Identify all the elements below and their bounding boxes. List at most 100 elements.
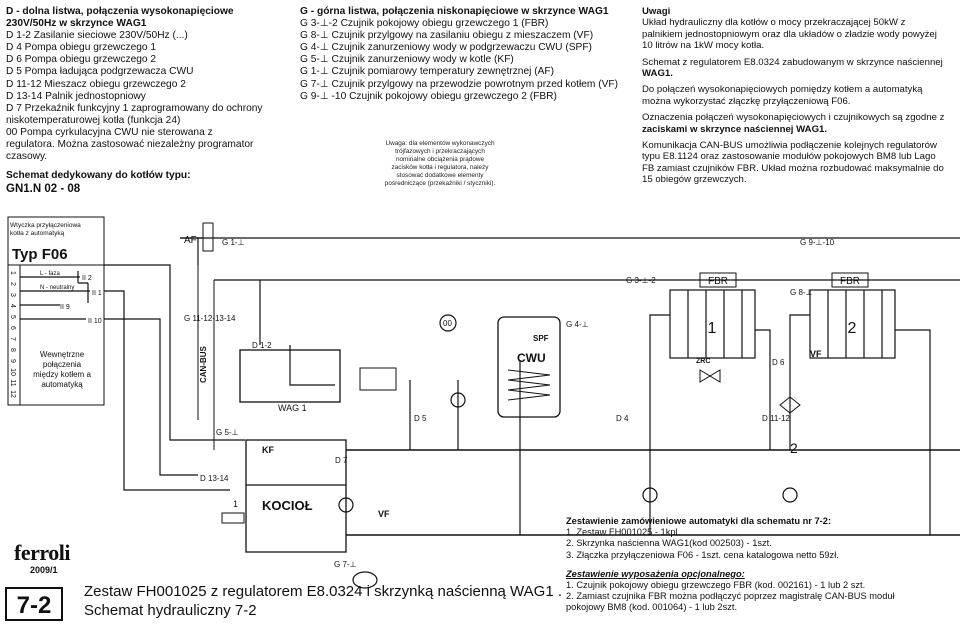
remark-line: Układ hydrauliczny dla kotłów o mocy prz…: [642, 17, 906, 29]
d1112-label: D 11-12: [762, 414, 790, 423]
note-line: trójfazowych i przekraczających: [395, 148, 485, 155]
internal-label: automatyką: [41, 380, 83, 389]
internal-label: między kotłem a: [33, 370, 91, 379]
order-line: 1. Zestaw FH001025 - 1kpl.: [566, 527, 681, 538]
page-number: 7-2: [5, 587, 63, 621]
remark-line: Komunikacja CAN-BUS umożliwia podłączeni…: [642, 140, 937, 152]
d12-label: D 1-2: [252, 341, 272, 350]
pin-number: 7: [9, 337, 16, 341]
legend-title: G - górna listwa, połączenia niskonapięc…: [300, 6, 609, 17]
g8-label: G 8-⊥: [790, 288, 813, 297]
legend-line: G 3-⊥-2 Czujnik pokojowy obiegu grzewcze…: [300, 18, 549, 30]
legend-low-voltage: G - górna listwa, połączenia niskonapięc…: [300, 6, 619, 103]
pin-number: 3: [9, 293, 16, 297]
pin-number: 12: [9, 390, 16, 398]
legend-line: G 7-⊥ Czujnik przylgowy na przewodzie po…: [300, 78, 619, 90]
g9-label: G 9-⊥-10: [800, 238, 835, 247]
optional-title: Zestawienie wyposażenia opcjonalnego:: [566, 568, 745, 579]
cwu-label: CWU: [517, 351, 546, 365]
note-line: stosować dodatkowe elementy: [396, 172, 484, 179]
g3-label: G 3-⊥-2: [626, 276, 656, 285]
pin-number: 4: [9, 304, 16, 308]
caption-line: Schemat hydrauliczny 7-2: [84, 602, 257, 619]
schema-label: Schemat dedykowany do kotłów typu:: [6, 170, 191, 182]
legend-line: 00 Pompa cyrkulacyjna CWU nie sterowana …: [6, 126, 213, 138]
radiator-2: [809, 289, 896, 359]
pin-label: II 10: [88, 318, 102, 325]
fbr2-label: FBR: [840, 276, 860, 287]
remark-line: Do połączeń wysokonapięciowych pomiędzy …: [642, 84, 923, 96]
pin-label: II 9: [60, 304, 70, 311]
pin-number: 1: [9, 271, 16, 275]
vf-right-label: VF: [810, 349, 822, 359]
optional-line: 1. Czujnik pokojowy obiegu grzewczego FB…: [566, 580, 866, 591]
vf-label: VF: [378, 509, 390, 519]
d7-label: D 7: [335, 456, 348, 465]
plug-title: Wtyczka przyłączeniowa: [10, 222, 81, 229]
legend-line: G 1-⊥ Czujnik pomiarowy temperatury zewn…: [300, 66, 555, 78]
cwu-tank: [497, 316, 561, 418]
burner-number: 1: [233, 499, 238, 509]
caption-line: Zestaw FH001025 z regulatorem E8.0324 i …: [84, 583, 563, 600]
order-line: 3. Złączka przyłączeniowa F06 - 1szt. ce…: [566, 549, 839, 560]
order-line: 2. Skrzynka naścienna WAG1(kod 002503) -…: [566, 538, 772, 549]
legend-line: D 7 Przekaźnik funkcyjny 1 zaprogramowan…: [6, 102, 263, 114]
spf-label: SPF: [533, 334, 549, 343]
pin-number: 6: [9, 326, 16, 330]
pin-label: II 2: [82, 275, 92, 282]
legend-line: D 13-14 Palnik jednostopniowy: [6, 90, 146, 102]
order-list: Zestawienie zamówieniowe automatyki dla …: [566, 516, 895, 614]
g4-label: G 4-⊥: [566, 320, 589, 329]
remark-line: WAG1.: [642, 68, 673, 80]
remarks: Uwagi Układ hydrauliczny dla kotłów o mo…: [642, 6, 954, 186]
pin-number: 11: [9, 379, 16, 386]
legend-line: D 4 Pompa obiegu grzewczego 1: [6, 42, 157, 54]
note-line: pośredniczące (przekaźniki / styczniki).: [384, 180, 496, 187]
hydraulic-diagram: Wtyczka przyłączeniowa kotła z automatyk…: [7, 216, 960, 589]
year-label: 2009/1: [30, 565, 58, 575]
legend-line: D 6 Pompa obiegu grzewczego 2: [6, 54, 157, 66]
legend-line: G 5-⊥ Czujnik zanurzeniowy wody w kotle …: [300, 54, 514, 66]
radiator-1-number: 1: [708, 320, 717, 337]
note-line: Uwaga: dla elementów wykonawczych: [385, 140, 495, 147]
legend-line: regulatora. Można zastosować niezależny …: [6, 139, 254, 151]
optional-line: pokojowy BM8 (kod. 001064) - 1 lub 2szt.: [566, 602, 738, 613]
remark-line: można wykorzystać złączkę przyłączeniową…: [642, 95, 851, 107]
legend-line: niskotemperaturowej kotła (funkcja 24): [6, 114, 181, 126]
radiator-1: [669, 289, 756, 359]
radiator-2-number: 2: [848, 320, 857, 337]
order-title: Zestawienie zamówieniowe automatyki dla …: [566, 516, 832, 526]
g11-label: G 11-12-13-14: [184, 314, 236, 323]
pump-00: [439, 314, 457, 332]
pin-number: 2: [9, 282, 16, 286]
pin-number: 10: [9, 368, 16, 376]
boiler-label: KOCIOŁ: [262, 498, 313, 513]
note-line: nominalne obciążenia prądowe: [395, 156, 485, 163]
kf-label: KF: [262, 445, 274, 455]
af-label: AF: [184, 235, 197, 246]
pin-number: 9: [9, 359, 16, 363]
internal-label: połączenia: [43, 360, 82, 369]
diagram-caption: Zestaw FH001025 z regulatorem E8.0324 i …: [84, 582, 562, 620]
remark-line: Oznaczenia połączeń wysokonapięciowych i…: [642, 112, 945, 124]
n-neutral-label: N - neutralny: [40, 285, 74, 291]
legend-line: D 1-2 Zasilanie sieciowe 230V/50Hz (...): [6, 30, 188, 42]
zrc-label: ZRC: [696, 358, 710, 365]
schema-type: GN1.N 02 - 08: [6, 183, 81, 196]
g1-label: G 1-⊥: [222, 238, 245, 247]
legend-line: G 4-⊥ Czujnik zanurzeniowy wody w podgrz…: [300, 42, 592, 54]
plug-type: Typ F06: [12, 246, 68, 263]
legend-line: G 8-⊥ Czujnik przylgowy na zasilaniu obi…: [300, 30, 594, 42]
canbus-label: CAN-BUS: [199, 345, 208, 383]
wag1-box: [239, 349, 341, 403]
pin-number: 5: [9, 315, 16, 319]
legend-line: D 11-12 Mieszacz obiegu grzewczego 2: [6, 78, 186, 90]
fbr1-label: FBR: [708, 276, 728, 287]
remark-line: Schemat z regulatorem E8.0324 zabudowany…: [642, 56, 943, 68]
legend-line: D 5 Pompa ładująca podgrzewacza CWU: [6, 66, 194, 78]
d5-label: D 5: [414, 414, 427, 423]
remark-line: FB zamiast czujników FBR. Układ można ro…: [642, 162, 944, 174]
brand-logo: ferroli: [14, 540, 70, 565]
optional-line: 2. Zamiast czujnika FBR można podłączyć …: [566, 591, 895, 602]
plug-title: kotła z automatyką: [10, 230, 65, 237]
